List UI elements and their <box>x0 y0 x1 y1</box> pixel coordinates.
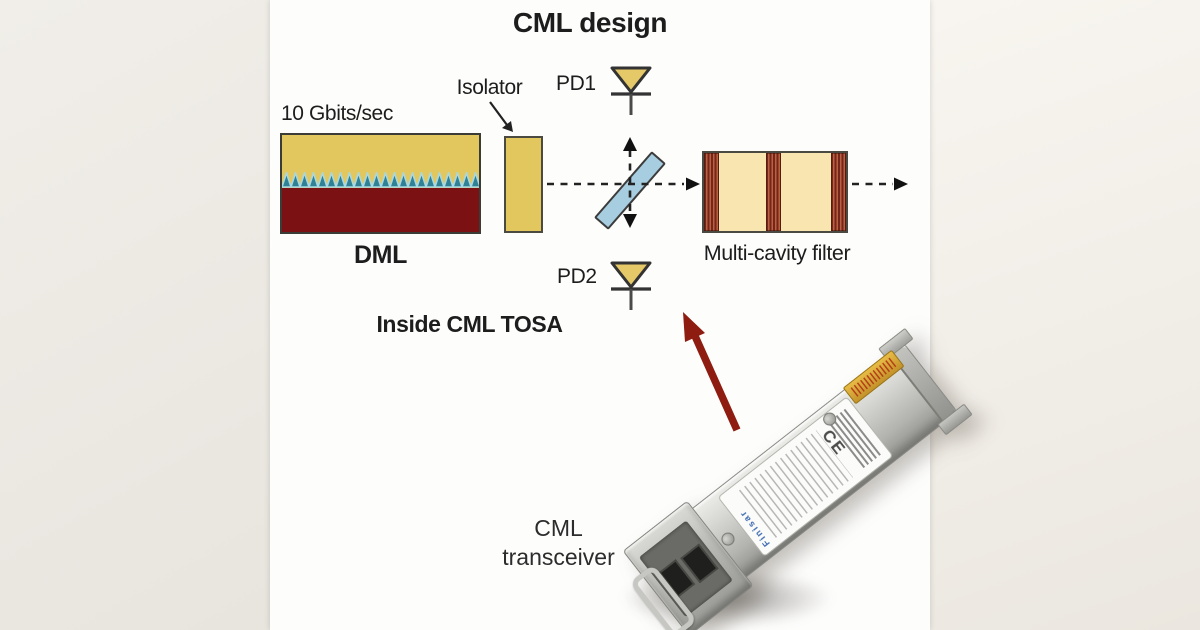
filter-mirror-band <box>766 153 781 231</box>
isolator-block <box>504 136 543 233</box>
filter-mirror-band <box>704 153 719 231</box>
pd2-photodiode-icon <box>610 261 652 310</box>
filter-mirror-band <box>831 153 846 231</box>
diagram-title: CML design <box>512 7 668 38</box>
dml-active-layer <box>282 188 479 232</box>
filter-label: Multi-cavity filter <box>703 241 851 265</box>
dml-label: DML <box>354 241 407 269</box>
pd1-label: PD1 <box>556 72 596 95</box>
diagram-panel <box>270 0 930 630</box>
transceiver-caption-line2: transceiver <box>502 544 615 570</box>
dml-laser-block <box>280 133 481 234</box>
pd2-label: PD2 <box>557 265 597 288</box>
isolator-label: Isolator <box>456 76 523 99</box>
dml-grating-zigzag <box>282 172 479 188</box>
background-right-band <box>930 0 1200 630</box>
tosa-label: Inside CML TOSA <box>376 311 563 337</box>
transceiver-caption-line1: CML <box>534 515 583 541</box>
dml-top-layer <box>282 135 479 172</box>
multi-cavity-filter-block <box>702 151 848 233</box>
data-rate-label: 10 Gbits/sec <box>281 102 393 125</box>
pd1-photodiode-icon <box>610 66 652 115</box>
transceiver-caption: CML transceiver <box>486 514 631 572</box>
